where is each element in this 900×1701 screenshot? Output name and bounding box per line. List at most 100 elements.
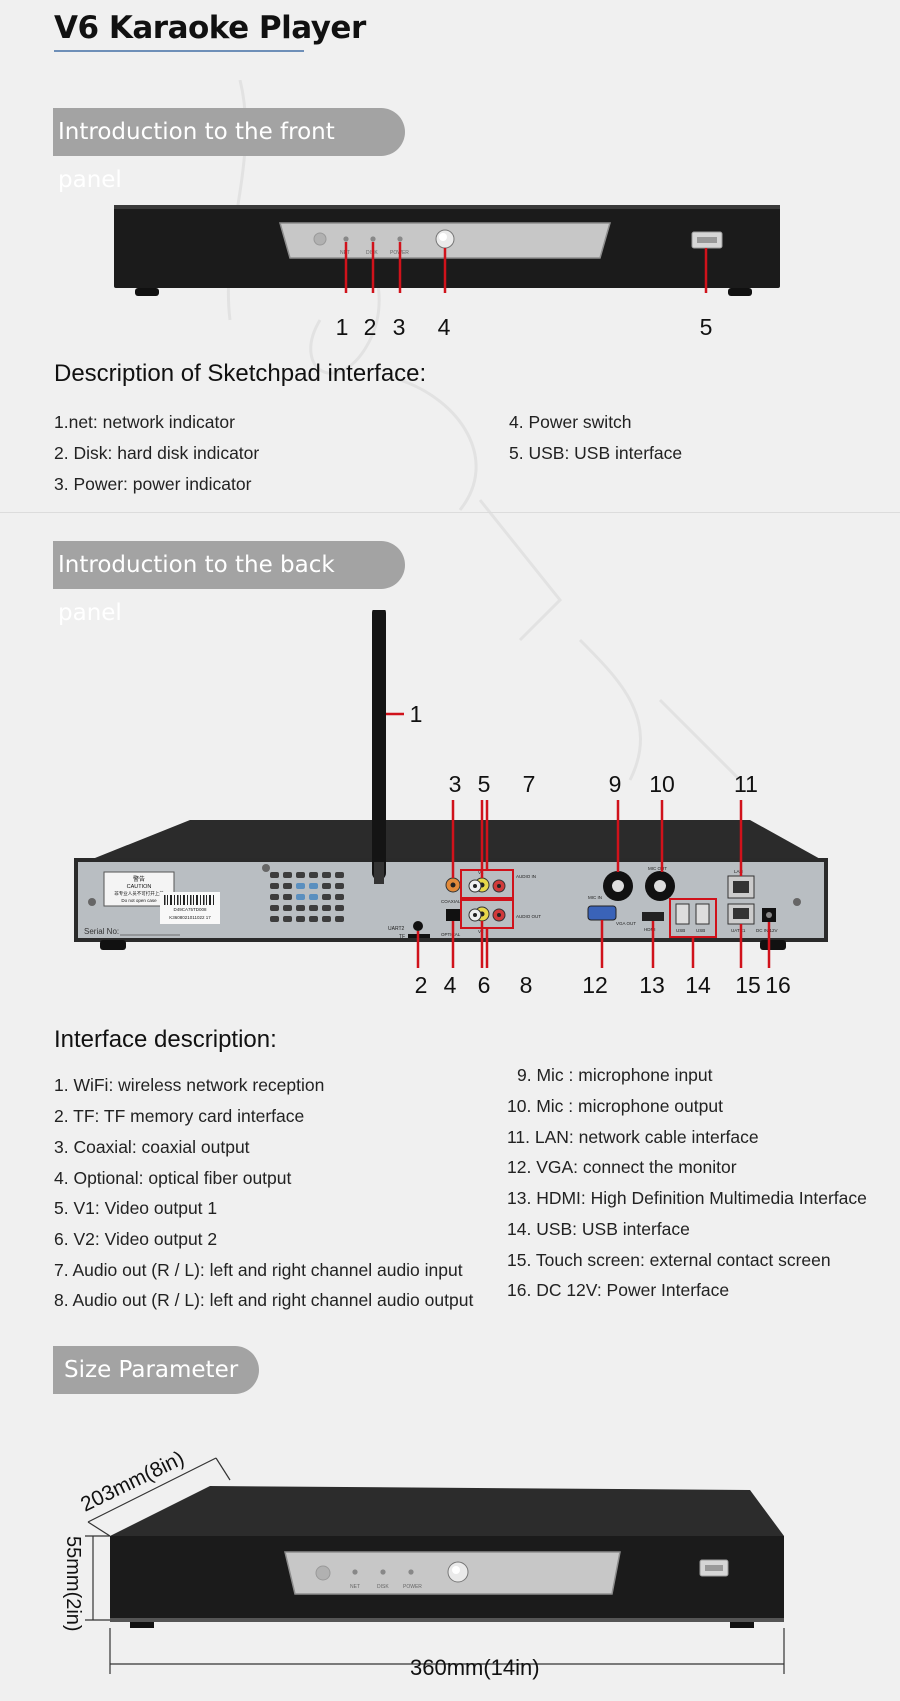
back-callout-10: 10: [649, 771, 675, 797]
list-item: 16. DC 12V: Power Interface: [507, 1280, 730, 1300]
device-foot: [135, 288, 159, 296]
device-foot: [130, 1622, 154, 1628]
uatr1-label: UATR1: [731, 928, 746, 933]
list-item: 14. USB: USB interface: [507, 1219, 690, 1239]
list-item: 5. V1: Video output 1: [54, 1198, 218, 1218]
dc-label: DC IN 12V: [756, 928, 778, 933]
coaxial-label: COAXIAL: [441, 899, 461, 904]
mic-in-label: MIC IN: [588, 895, 602, 900]
vent-grid: [270, 872, 344, 922]
optical-port: [446, 909, 460, 921]
device-foot: [730, 1622, 754, 1628]
back-callout-15: 15: [735, 972, 761, 998]
front-description-heading: Description of Sketchpad interface:: [54, 360, 427, 387]
list-item: 4. Optional: optical fiber output: [54, 1168, 292, 1188]
power-label: POWER: [403, 1584, 422, 1590]
disk-led: [370, 236, 376, 242]
list-item: 6. V2: Video output 2: [54, 1229, 218, 1249]
ir-window: [313, 232, 327, 246]
list-item: 4. Power switch: [509, 412, 632, 432]
power-led: [397, 236, 403, 242]
net-label: NET: [350, 1584, 360, 1590]
rear-usb-port-1: [675, 903, 690, 925]
lan-label: LAN: [734, 869, 743, 874]
hdmi-port: [642, 912, 664, 921]
back-callout-3: 3: [449, 771, 462, 797]
hdmi-label: HDMI: [644, 927, 656, 932]
list-item: 9. Mic : microphone input: [517, 1065, 713, 1085]
list-item: 1.net: network indicator: [54, 412, 235, 432]
back-callout-13: 13: [639, 972, 665, 998]
back-callout-4: 4: [444, 972, 457, 998]
uart2-port: [413, 921, 423, 931]
disk-label: DISK: [377, 1584, 389, 1590]
list-item: 3. Power: power indicator: [54, 474, 252, 494]
device-top: [110, 1486, 784, 1536]
back-panel-figure: 警告 CAUTION 非专业人员不可打开上盖 Do not open case …: [74, 610, 828, 998]
interface-description-heading: Interface description:: [54, 1026, 277, 1053]
list-item: 10. Mic : microphone output: [507, 1096, 723, 1116]
device-top: [90, 820, 822, 860]
list-item: 11. LAN: network cable interface: [507, 1127, 759, 1147]
audio-in-label: AUDIO IN: [516, 874, 536, 879]
back-callout-6: 6: [478, 972, 491, 998]
vga-port: [587, 905, 617, 921]
back-callout-16: 16: [765, 972, 791, 998]
front-panel-figure: NET DISK POWER 1 2 3 4 5: [114, 205, 780, 340]
back-callout-5: 5: [478, 771, 491, 797]
audio-out-label: AUDIO OUT: [516, 914, 541, 919]
front-callout-2: 2: [364, 314, 377, 340]
back-callout-12: 12: [582, 972, 608, 998]
sticker-line1: 非专业人员不可打开上盖: [114, 890, 164, 897]
device-foot: [728, 288, 752, 296]
back-callout-1: 1: [410, 701, 423, 727]
section-divider: [0, 512, 900, 513]
sticker-title: 警告: [133, 875, 145, 883]
list-item: 13. HDMI: High Definition Multimedia Int…: [507, 1188, 867, 1208]
back-callout-9: 9: [609, 771, 622, 797]
serial-label: Serial No:: [84, 927, 119, 936]
vga-label: VGA OUT: [616, 921, 636, 926]
device-foot: [100, 940, 126, 950]
back-callout-7: 7: [523, 771, 536, 797]
optical-label: OPTICAL: [441, 932, 461, 937]
net-led: [343, 236, 349, 242]
list-item: 15. Touch screen: external contact scree…: [507, 1250, 831, 1270]
list-item: 7. Audio out (R / L): left and right cha…: [54, 1260, 463, 1280]
mic-out-label: MIC OUT: [648, 866, 667, 871]
title-underline: [54, 50, 304, 52]
back-callout-11: 11: [734, 771, 758, 797]
barcode-code2: K3608021011022 17: [169, 915, 211, 920]
rear-usb-port-2: [695, 903, 710, 925]
list-item: 2. TF: TF memory card interface: [54, 1106, 305, 1126]
usb-label-1: USB: [676, 928, 685, 933]
sticker-line2: Do not open case: [121, 898, 157, 903]
wifi-antenna: [372, 610, 386, 880]
tf-label: TF: [399, 934, 405, 940]
list-item: 5. USB: USB interface: [509, 443, 683, 463]
size-figure: NET DISK POWER 203mm(8in) 55mm(2in) 360m…: [62, 1447, 785, 1680]
width-dimension: 360mm(14in): [410, 1655, 540, 1680]
front-callout-3: 3: [393, 314, 406, 340]
list-item: 8. Audio out (R / L): left and right cha…: [54, 1290, 474, 1310]
uart2-label: UART2: [388, 926, 405, 932]
list-item: 1. WiFi: wireless network reception: [54, 1075, 325, 1095]
barcode-code1: D49CA75TD008: [173, 907, 207, 912]
front-callout-4: 4: [438, 314, 451, 340]
front-callout-1: 1: [336, 314, 349, 340]
list-item: 12. VGA: connect the monitor: [507, 1157, 737, 1177]
usb-label-2: USB: [696, 928, 705, 933]
height-dimension: 55mm(2in): [62, 1536, 84, 1632]
list-item: 3. Coaxial: coaxial output: [54, 1137, 250, 1157]
back-callout-2: 2: [415, 972, 428, 998]
list-item: 2. Disk: hard disk indicator: [54, 443, 260, 463]
back-panel-banner: Introduction to the back panel: [53, 541, 405, 626]
back-callout-14: 14: [685, 972, 711, 998]
back-callout-8: 8: [520, 972, 533, 998]
page-title: V6 Karaoke Player: [54, 10, 366, 46]
front-panel-banner: Introduction to the front panel: [53, 108, 405, 193]
sticker-caution: CAUTION: [127, 884, 152, 890]
size-parameter-banner: Size Parameter: [53, 1346, 259, 1394]
device-foot: [760, 940, 786, 950]
front-callout-5: 5: [700, 314, 713, 340]
